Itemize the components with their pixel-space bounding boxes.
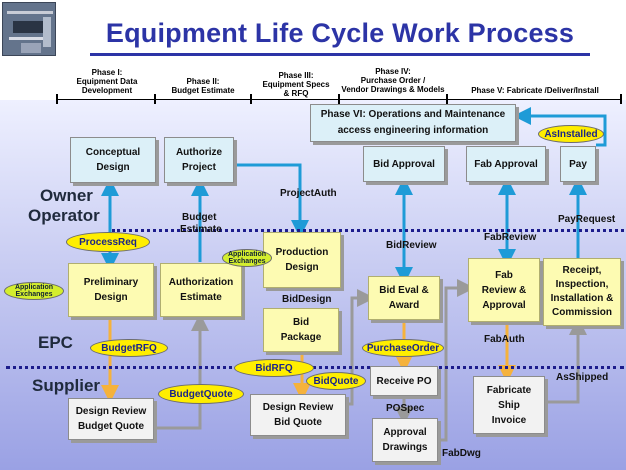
label-projectauth: ProjectAuth <box>280 188 337 199</box>
phase-2-label: Phase II:Budget Estimate <box>171 77 235 95</box>
label-estimate: Estimate <box>180 224 222 235</box>
section-operator: Operator <box>28 206 100 225</box>
arrow-drawings-review <box>437 279 475 442</box>
label-fabreview: FabReview <box>484 232 537 243</box>
phase-4-label: Phase IV:Purchase Order /Vendor Drawings… <box>341 67 445 94</box>
section-owner: Owner <box>40 186 93 205</box>
arrow-drbudget-estimate <box>153 313 209 430</box>
budgetquote-oval[interactable]: BudgetQuote <box>158 384 244 404</box>
asinstalled-oval[interactable]: AsInstalled <box>538 125 604 143</box>
title-underline <box>90 53 590 56</box>
arrow-authorize-production <box>228 163 309 238</box>
phase-tick <box>446 94 448 104</box>
label-biddesign: BidDesign <box>282 294 332 305</box>
phase-tick <box>250 94 252 104</box>
purchaseorder-oval[interactable]: PurchaseOrder <box>362 339 444 357</box>
processreq-oval[interactable]: ProcessReq <box>66 232 150 252</box>
page-title: Equipment Life Cycle Work Process <box>105 18 575 48</box>
circuit-board-logo <box>2 2 56 56</box>
label-budget: Budget <box>182 212 217 223</box>
owner-epc-divider <box>112 229 624 232</box>
arrow-pay-phase6 <box>513 107 607 147</box>
label-bidreview: BidReview <box>386 240 437 251</box>
receipt-inspection-box[interactable]: Receipt,Inspection,Installation &Commiss… <box>543 258 621 326</box>
label-payrequest: PayRequest <box>558 214 616 225</box>
receive-po-box[interactable]: Receive PO <box>370 366 438 396</box>
arrow-drbid-eval <box>346 289 375 406</box>
bidrfq-oval[interactable]: BidRFQ <box>234 359 314 377</box>
phase-5-label: Phase V: Fabricate /Deliver/Install <box>471 86 599 95</box>
section-supplier: Supplier <box>32 376 101 395</box>
epc-supplier-divider <box>6 366 624 369</box>
pay-box[interactable]: Pay <box>560 146 596 182</box>
phase-tick <box>620 94 622 104</box>
phase-tick <box>338 94 340 104</box>
arrow-fabricate-receipt <box>546 317 587 404</box>
bidquote-oval[interactable]: BidQuote <box>306 372 366 390</box>
label-fabdwg: FabDwg <box>442 448 481 459</box>
section-epc: EPC <box>38 333 73 352</box>
budgetrfq-oval[interactable]: BudgetRFQ <box>90 339 168 357</box>
phase-tick <box>56 94 58 104</box>
label-fabauth: FabAuth <box>484 334 525 345</box>
bid-eval-award-box[interactable]: Bid Eval &Award <box>368 276 440 320</box>
phase-3-label: Phase III:Equipment Specs& RFQ <box>262 71 330 98</box>
fab-approval-box[interactable]: Fab Approval <box>466 146 546 182</box>
bid-approval-box[interactable]: Bid Approval <box>363 146 445 182</box>
label-pospec: POSpec <box>386 403 425 414</box>
phase-tick <box>154 94 156 104</box>
label-asshipped: AsShipped <box>556 372 609 383</box>
